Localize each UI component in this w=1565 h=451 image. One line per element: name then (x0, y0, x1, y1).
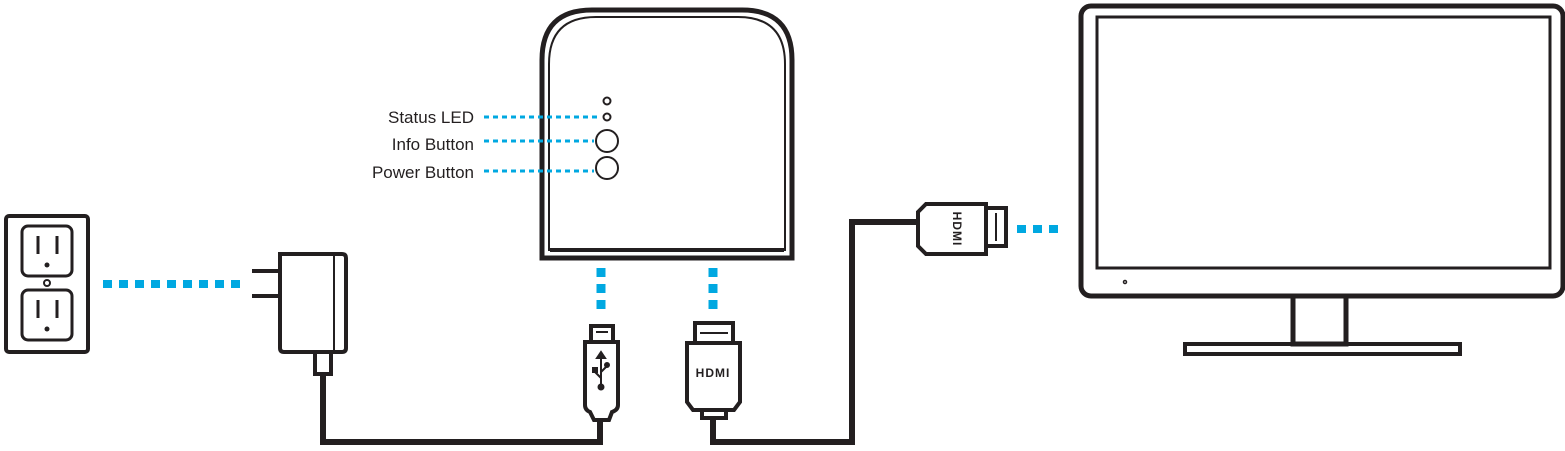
wall-outlet-icon (4, 214, 90, 354)
tv-monitor-icon (1078, 3, 1565, 356)
status-led-label: Status LED (388, 108, 474, 127)
hdmi-plug-icon (916, 202, 1008, 256)
streaming-device-icon (539, 7, 795, 261)
power-button[interactable] (595, 156, 619, 180)
info-button-label: Info Button (391, 135, 474, 154)
info-button[interactable] (595, 129, 619, 153)
hdmi-label-bottom: HDMI (696, 366, 731, 380)
status-led-icon (602, 96, 612, 106)
power-adapter-icon (252, 252, 348, 376)
usb-icon (592, 350, 610, 391)
status-led-icon (602, 112, 612, 122)
power-button-label: Power Button (371, 163, 474, 182)
usb-plug-icon (583, 324, 620, 422)
power-cable (320, 374, 603, 445)
hdmi-cable (710, 219, 918, 445)
hdmi-label-top: HDMI (950, 212, 964, 247)
